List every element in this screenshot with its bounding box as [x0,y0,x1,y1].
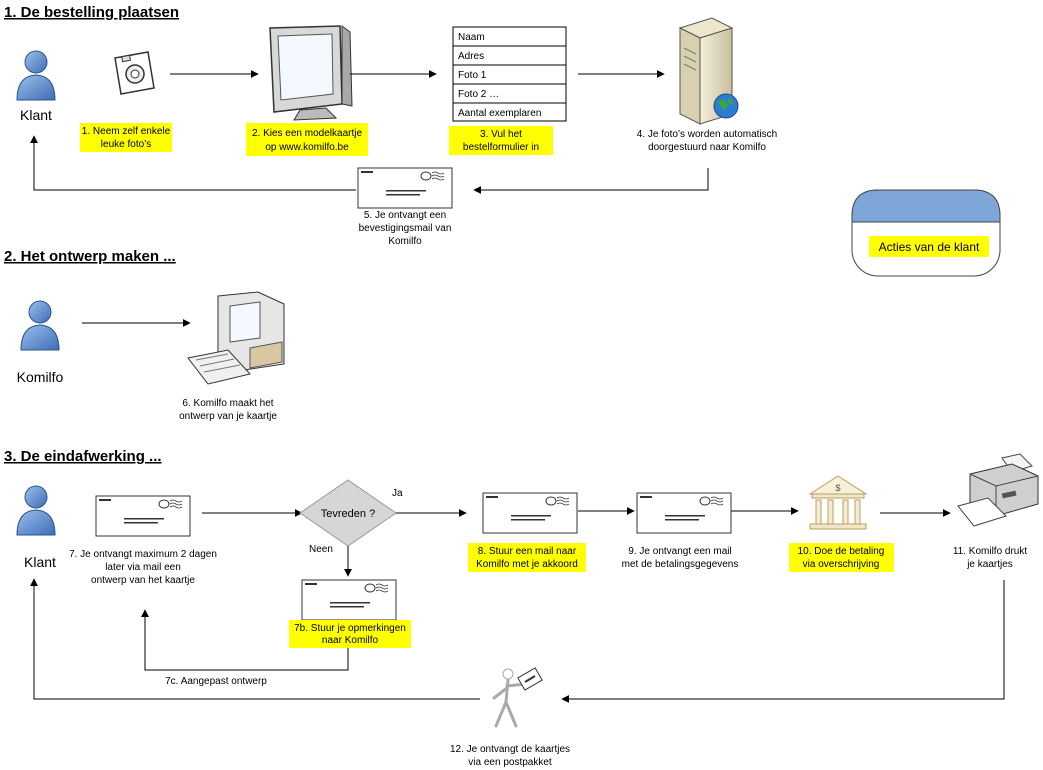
arrow-printer-to-courier [561,580,1005,703]
remarks-envelope-icon [301,579,397,621]
svg-text:Klant: Klant [20,107,52,123]
svg-text:9. Je ontvangt een mail: 9. Je ontvangt een mail [628,546,731,557]
arrow-server-to-mail [473,168,709,194]
step-6-label: 6. Komilfo maakt het ontwerp van je kaar… [179,398,277,422]
svg-text:8. Stuur een mail naar: 8. Stuur een mail naar [478,546,577,557]
step-7-label: 7. Je ontvangt maximum 2 dagen later via… [69,549,217,586]
step-11-label: 11. Komilfo drukt je kaartjes [953,546,1028,570]
svg-text:ontwerp van je kaartje: ontwerp van je kaartje [179,411,277,422]
svg-text:Klant: Klant [24,554,56,570]
svg-text:Komilfo: Komilfo [17,369,64,385]
step-9-label: 9. Je ontvangt een mail met de betalings… [622,546,739,570]
step-8-label: 8. Stuur een mail naar Komilfo met je ak… [468,543,586,572]
arrow-courier-to-klant [30,578,480,700]
svg-text:bestelformulier in: bestelformulier in [463,142,539,153]
step-10-label: 10. Doe de betaling via overschrijving [789,543,894,572]
desktop-computer-icon [187,291,285,385]
svg-text:3. Vul het: 3. Vul het [480,129,522,140]
svg-text:leuke foto’s: leuke foto’s [101,139,151,150]
section-title-design: 2. Het ontwerp maken ... [4,248,176,265]
legend: Acties van de klant [851,189,1001,277]
form-field-adres: Adres [458,51,484,62]
svg-text:op www.komilfo.be: op www.komilfo.be [265,142,349,153]
svg-text:7c. Aangepast ontwerp: 7c. Aangepast ontwerp [165,676,267,687]
svg-text:11. Komilfo drukt: 11. Komilfo drukt [953,546,1028,557]
form-field-foto1: Foto 1 [458,70,487,81]
svg-text:doorgestuurd naar Komilfo: doorgestuurd naar Komilfo [648,142,766,153]
svg-text:4. Je foto’s worden automatisc: 4. Je foto’s worden automatisch [637,129,777,140]
svg-text:ontwerp van het kaartje: ontwerp van het kaartje [91,575,195,586]
printer-icon [957,453,1039,527]
svg-text:bevestigingsmail van: bevestigingsmail van [359,223,452,234]
actor-klant-3: Klant [16,485,56,570]
decision-yes-label: Ja [392,488,403,499]
form-field-foto2: Foto 2 … [458,89,499,100]
section-title-order: 1. De bestelling plaatsen [4,4,179,21]
monitor-icon [269,25,353,121]
legend-label: Acties van de klant [879,240,980,254]
server-icon [678,17,739,125]
step-12-label: 12. Je ontvangt de kaartjes via een post… [450,744,570,768]
svg-text:5. Je ontvangt een: 5. Je ontvangt een [364,210,446,221]
form-field-naam: Naam [458,32,485,43]
svg-text:met de betalingsgegevens: met de betalingsgegevens [622,559,739,570]
person-icon [16,50,56,101]
svg-text:Tevreden ?: Tevreden ? [321,508,375,520]
step-5-label: 5. Je ontvangt een bevestigingsmail van … [359,210,452,247]
step-7b-label: 7b. Stuur je opmerkingen naar Komilfo [289,620,411,648]
order-form: Naam Adres Foto 1 Foto 2 … Aantal exempl… [452,26,567,122]
bank-icon: $ [808,475,868,530]
camera-icon [114,51,155,95]
courier-icon [492,667,543,728]
svg-text:7b. Stuur je opmerkingen: 7b. Stuur je opmerkingen [294,623,406,634]
svg-text:7. Je ontvangt maximum 2 dagen: 7. Je ontvangt maximum 2 dagen [69,549,217,560]
form-field-aantal: Aantal exemplaren [458,108,541,119]
svg-text:12. Je ontvangt de kaartjes: 12. Je ontvangt de kaartjes [450,744,570,755]
actor-klant-1: Klant [16,50,56,123]
step-4-label: 4. Je foto’s worden automatisch doorgest… [637,129,777,153]
step-3-label: 3. Vul het bestelformulier in [449,126,553,155]
svg-text:naar Komilfo: naar Komilfo [322,635,379,646]
svg-text:Komilfo met je akkoord: Komilfo met je akkoord [476,559,578,570]
confirmation-envelope-icon [357,167,453,209]
svg-text:$: $ [835,483,840,493]
svg-text:2. Kies een modelkaartje: 2. Kies een modelkaartje [252,128,363,139]
decision-no-label: Neen [309,544,333,555]
svg-text:6. Komilfo maakt het: 6. Komilfo maakt het [182,398,273,409]
svg-text:je kaartjes: je kaartjes [966,559,1013,570]
svg-text:via een postpakket: via een postpakket [468,757,552,768]
svg-text:via overschrijving: via overschrijving [803,559,880,570]
person-icon [16,485,56,536]
decision-tevreden: Tevreden ? [299,479,397,547]
arrow-mail-to-klant [30,135,356,191]
step-1-label: 1. Neem zelf enkele leuke foto’s [80,123,172,152]
arrow-remarks-to-design [141,609,349,671]
svg-text:10. Doe de betaling: 10. Doe de betaling [798,546,885,557]
step-7c-label: 7c. Aangepast ontwerp [165,676,267,687]
svg-text:1. Neem zelf enkele: 1. Neem zelf enkele [82,126,171,137]
design-envelope-icon [95,495,191,537]
person-icon [20,300,60,351]
approval-envelope-icon [482,492,578,534]
payment-details-envelope-icon [636,492,732,534]
svg-text:later via mail een: later via mail een [105,562,181,573]
section-title-finish: 3. De eindafwerking ... [4,448,162,465]
actor-komilfo: Komilfo [17,300,64,385]
svg-text:Komilfo: Komilfo [388,236,422,247]
step-2-label: 2. Kies een modelkaartje op www.komilfo.… [246,123,368,156]
